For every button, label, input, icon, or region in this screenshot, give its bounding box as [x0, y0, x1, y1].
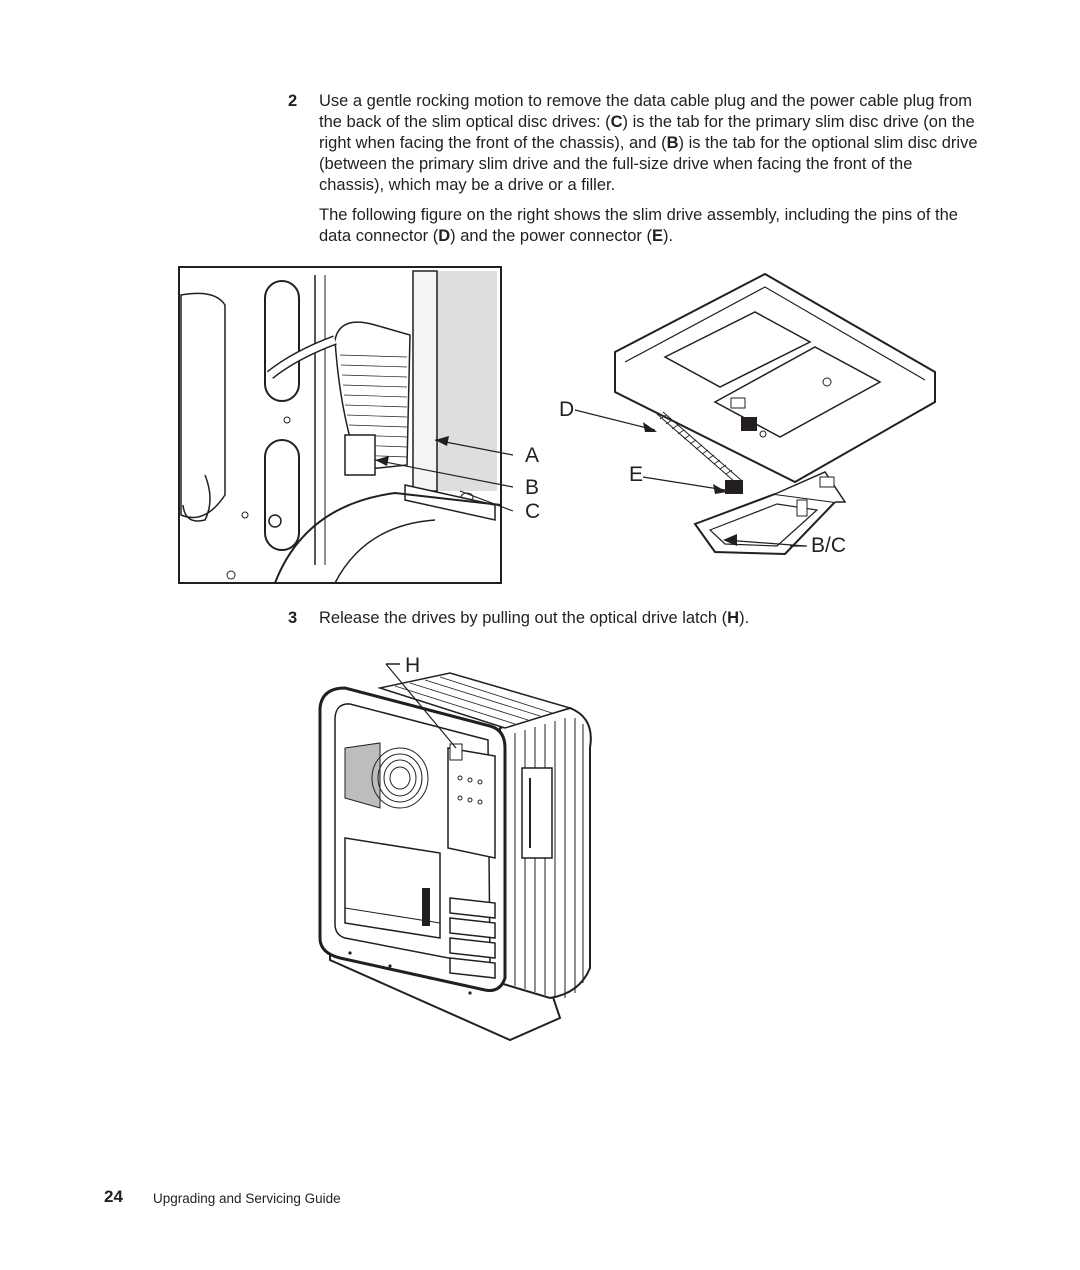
callout-h: H — [405, 654, 420, 677]
slim-drive-figure: D E B/C — [559, 272, 936, 557]
callout-b: B — [525, 476, 539, 499]
step-number: 3 — [288, 609, 298, 627]
step-text: Use a gentle rocking motion to remove th… — [319, 92, 978, 194]
callout-e: E — [629, 463, 643, 486]
page-number: 24 — [104, 1187, 123, 1206]
callout-a: A — [525, 444, 539, 467]
guide-title: Upgrading and Servicing Guide — [153, 1191, 341, 1206]
callout-bc: B/C — [811, 534, 846, 557]
step-text: Release the drives by pulling out the op… — [319, 609, 750, 627]
step-number: 2 — [288, 92, 298, 110]
tower-figure: H — [318, 654, 592, 1042]
callout-d: D — [559, 398, 574, 421]
chassis-closeup-figure: A B C — [178, 266, 540, 584]
callout-c: C — [525, 500, 540, 523]
figure-description: The following figure on the right shows … — [319, 206, 958, 245]
